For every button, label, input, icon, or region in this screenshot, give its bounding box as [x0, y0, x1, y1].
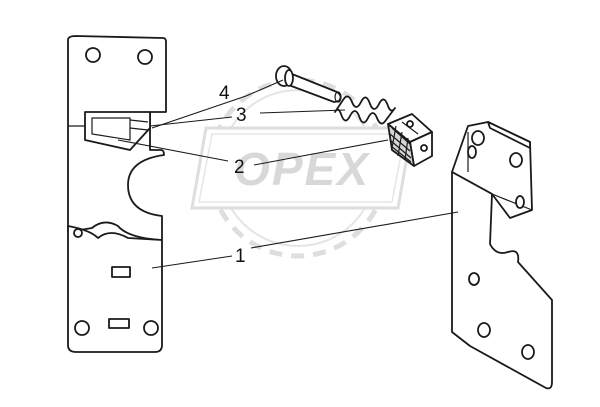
leader-lines — [117, 79, 459, 269]
leader-line-3b — [149, 116, 233, 127]
bracket-hole-icon — [137, 49, 153, 65]
callout-1: 1 — [235, 246, 246, 267]
watermark: OPEX — [190, 77, 414, 259]
leader-line-2 — [253, 139, 389, 166]
bracket-hole-icon — [509, 152, 523, 168]
bracket-hole-icon — [467, 145, 477, 159]
callout-4: 4 — [219, 83, 230, 104]
bracket-hole-icon — [515, 195, 525, 209]
bracket-slot-icon — [108, 318, 130, 329]
bracket-hole-icon — [471, 130, 485, 146]
watermark-banner — [190, 126, 414, 210]
spring-part — [334, 95, 396, 125]
leader-line-4b — [245, 79, 284, 97]
callout-3: 3 — [236, 105, 247, 126]
left-bracket — [67, 35, 167, 353]
bracket-hole-icon — [477, 322, 491, 338]
bracket-hole-icon — [468, 272, 480, 286]
leader-line-4 — [151, 95, 247, 129]
bracket-hole-icon — [73, 228, 83, 238]
latch-block-part — [387, 113, 433, 167]
leader-line-2b — [117, 139, 229, 162]
bracket-hole-icon — [85, 47, 101, 63]
bracket-hole-icon — [74, 320, 90, 336]
leader-line-1b — [151, 255, 233, 269]
bracket-hole-icon — [143, 320, 159, 336]
bracket-slot-icon — [111, 266, 131, 278]
callout-2: 2 — [234, 157, 245, 178]
bracket-hole-icon — [521, 344, 535, 360]
leader-line-3 — [259, 109, 346, 114]
pin-part — [275, 65, 342, 103]
leader-line-1 — [250, 211, 459, 249]
right-bracket — [451, 121, 553, 390]
watermark-text: OPEX — [234, 143, 370, 195]
